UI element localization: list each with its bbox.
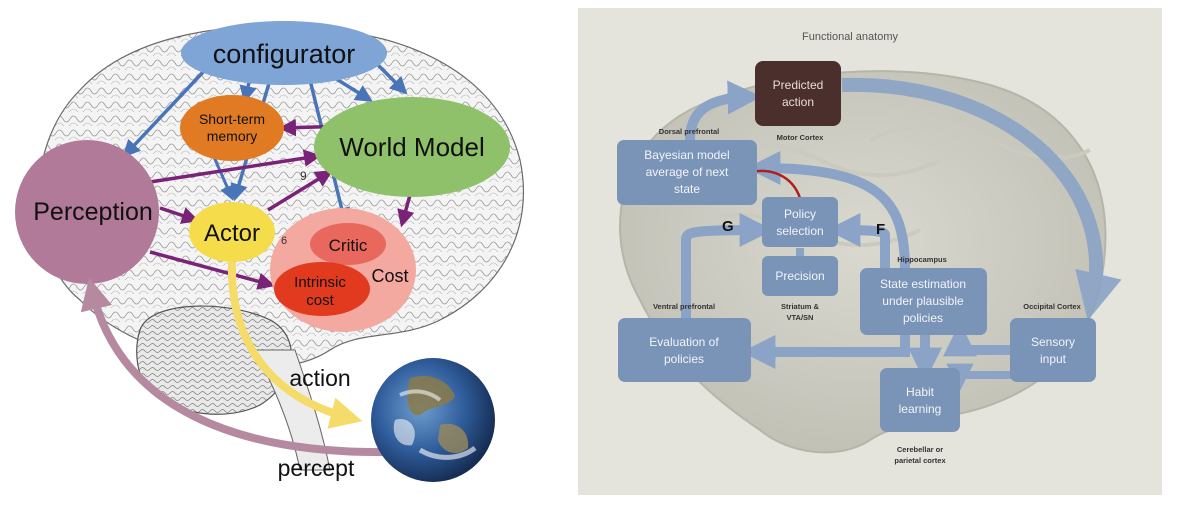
striatum-line1: Striatum & (781, 302, 820, 311)
evaluation-box (618, 318, 751, 382)
policy-line2: selection (776, 224, 823, 238)
state-line3: policies (903, 311, 943, 325)
occipital-label: Occipital Cortex (1023, 302, 1081, 311)
left-panel: 9 6 configurator Short-term memory World… (15, 21, 523, 482)
sensory-input-box (1010, 318, 1096, 382)
sensory-line2: input (1040, 352, 1067, 366)
percept-label: percept (278, 455, 355, 481)
motor-cortex-label: Motor Cortex (777, 133, 824, 142)
cerebellar-line1: Cerebellar or (897, 445, 943, 454)
cost-label: Cost (371, 266, 408, 286)
intrinsic-cost-label-line2: cost (306, 292, 334, 309)
world-model-label: World Model (339, 132, 484, 162)
action-label: action (289, 365, 350, 391)
hippocampus-label: Hippocampus (897, 255, 947, 264)
habit-line1: Habit (906, 385, 935, 399)
evaluation-line1: Evaluation of (649, 335, 719, 349)
ventral-prefrontal-label: Ventral prefrontal (653, 302, 715, 311)
predicted-line2: action (782, 95, 814, 109)
right-panel: Functional anatomy Predicted (578, 8, 1162, 495)
predicted-line1: Predicted (773, 78, 824, 92)
earth-icon (371, 358, 495, 482)
state-line2: under plausible (882, 294, 964, 308)
bayesian-line1: Bayesian model (644, 148, 729, 162)
precision-label: Precision (775, 269, 824, 283)
stm-label-line2: memory (207, 128, 258, 144)
right-title: Functional anatomy (802, 31, 898, 43)
digit-6: 6 (281, 235, 287, 247)
habit-line2: learning (899, 402, 942, 416)
stm-label-line1: Short-term (199, 111, 265, 127)
policy-line1: Policy (784, 207, 816, 221)
letter-g: G (722, 218, 734, 235)
habit-learning-box (880, 368, 960, 432)
digit-9: 9 (300, 169, 307, 183)
predicted-action-box (755, 61, 841, 126)
actor-label: Actor (204, 220, 260, 247)
sensory-line1: Sensory (1031, 335, 1075, 349)
perception-label: Perception (33, 198, 153, 226)
letter-f: F (876, 221, 885, 238)
striatum-line2: VTA/SN (787, 313, 814, 322)
critic-label: Critic (329, 236, 368, 255)
bayesian-line2: average of next (646, 165, 729, 179)
bayesian-line3: state (674, 182, 700, 196)
configurator-label: configurator (213, 39, 356, 69)
policy-selection-box (762, 197, 838, 247)
state-line1: State estimation (880, 277, 966, 291)
intrinsic-cost-label-line1: Intrinsic (294, 274, 346, 291)
dorsal-prefrontal-label: Dorsal prefrontal (659, 127, 719, 136)
cerebellar-line2: parietal cortex (894, 456, 946, 465)
evaluation-line2: policies (664, 352, 704, 366)
